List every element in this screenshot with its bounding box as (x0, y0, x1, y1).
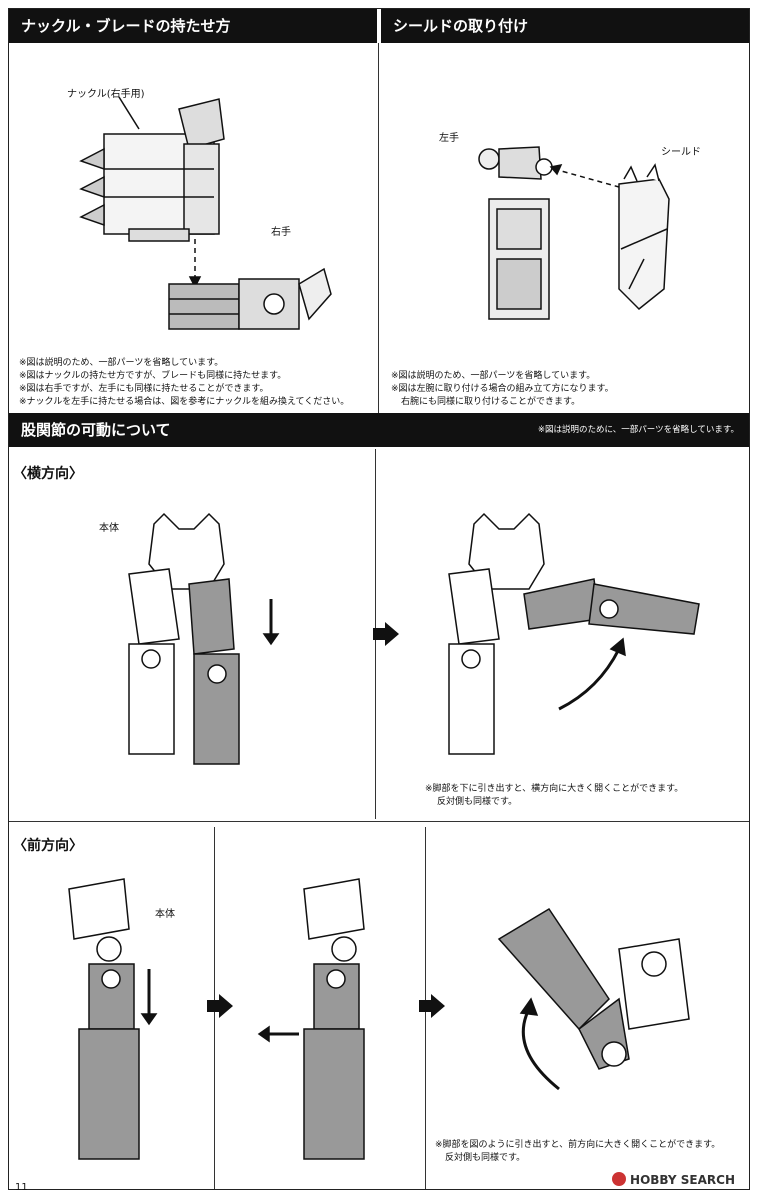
left-hand-label: 左手 (439, 133, 459, 144)
knuckle-illustration (79, 96, 332, 330)
front-note-2: 反対側も同様です。 (445, 1153, 526, 1163)
knuckle-note-1: ※図は説明のため、一部パーツを省略しています。 (19, 358, 224, 368)
knuckle-note-3: ※図は右手ですが、左手にも同様に持たせることができます。 (19, 384, 269, 394)
side-legs-before (128, 512, 280, 765)
knuckle-note-2: ※図はナックルの持たせ方ですが、ブレードも同様に持たせます。 (19, 371, 287, 381)
watermark: HOBBY SEARCH (612, 1172, 735, 1187)
front-leg-2 (257, 878, 365, 1160)
front-leg-raised (497, 907, 690, 1091)
knuckle-label: ナックル(右手用) (67, 89, 145, 100)
knuckle-note-4: ※ナックルを左手に持たせる場合は、図を参考にナックルを組み換えてください。 (19, 397, 350, 407)
shield-note-3: 右腕にも同様に取り付けることができます。 (401, 397, 581, 407)
shield-section-title: シールドの取り付け (381, 9, 749, 43)
side-arrow-right (373, 622, 399, 646)
shield-note-2: ※図は左腕に取り付ける場合の組み立て方になります。 (391, 384, 614, 394)
front-heading: 〈前方向〉 (13, 838, 83, 854)
front-leg-1 (68, 878, 158, 1160)
right-hand-label: 右手 (271, 227, 291, 238)
side-body-label: 本体 (99, 523, 119, 534)
side-heading: 〈横方向〉 (13, 466, 83, 482)
front-note-1: ※脚部を図のように引き出すと、前方向に大きく開くことができます。 (435, 1140, 721, 1150)
watermark-text: HOBBY SEARCH (630, 1173, 735, 1187)
page-frame: ナックル・ブレードの持たせ方 シールドの取り付け ナックル(右手用) 右手 ※図… (8, 8, 750, 1193)
side-note-1: ※脚部を下に引き出すと、横方向に大きく開くことができます。 (425, 784, 684, 794)
front-arrow-2 (419, 994, 445, 1018)
hip-title-text: 股関節の可動について (21, 421, 171, 439)
hobby-search-logo-icon (612, 1172, 627, 1186)
page-number: 11 (15, 1182, 28, 1193)
top-divider (378, 43, 379, 413)
hip-title-note: ※図は説明のために、一部パーツを省略しています。 (537, 425, 739, 435)
shield-label: シールド (661, 147, 701, 158)
side-note-2: 反対側も同様です。 (437, 797, 518, 807)
hip-section-title: 股関節の可動について ※図は説明のために、一部パーツを省略しています。 (9, 413, 749, 447)
front-body-label: 本体 (155, 909, 175, 920)
shield-illustration (478, 146, 670, 320)
side-legs-after (448, 512, 700, 755)
hip-row-divider (9, 821, 749, 822)
front-arrow-1 (207, 994, 233, 1018)
knuckle-section-title: ナックル・ブレードの持たせ方 (9, 9, 377, 43)
shield-note-1: ※図は説明のため、一部パーツを省略しています。 (391, 371, 596, 381)
